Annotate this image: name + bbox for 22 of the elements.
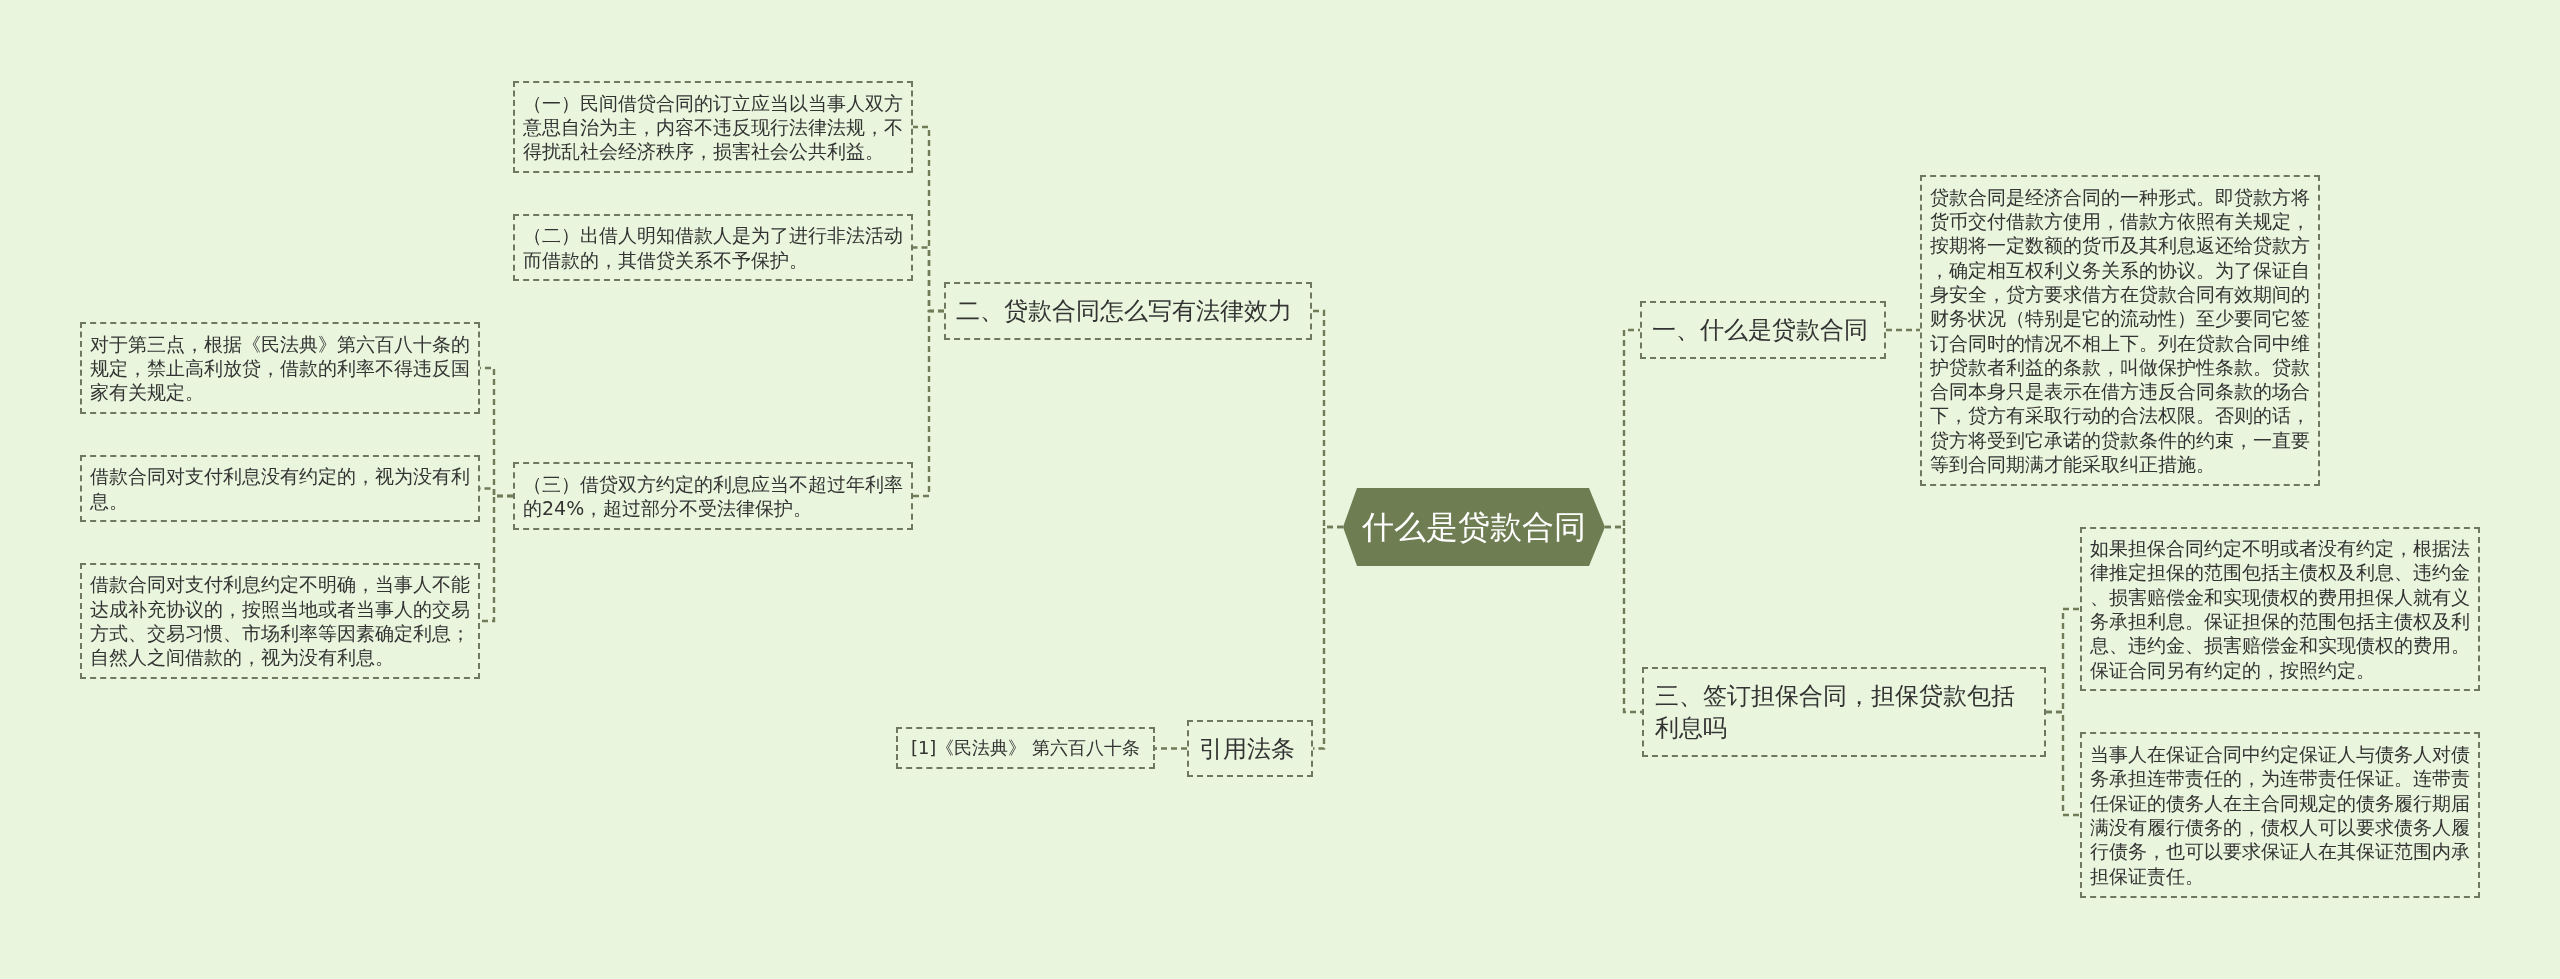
connector-line <box>913 309 944 498</box>
text-box: 如果担保合同约定不明或者没有约定，根据法律推定担保的范围包括主债权及利息、违约金、损害赔偿金和实现债权的费用担保人就有义务承担利息。保证担保的范围包括主债权及利息、违约金、损害赔偿金和实现债权的费用。保证合同另有约定的，按照约定。 <box>2080 527 2480 691</box>
reference-box: [1]《民法典》 第六百八十条 <box>896 727 1155 769</box>
connector-line <box>1886 328 1920 332</box>
text-box: 借款合同对支付利息没有约定的，视为没有利息。 <box>80 455 480 522</box>
connector-line <box>1605 525 1642 714</box>
text-box: 当事人在保证合同中约定保证人与债务人对债务承担连带责任的，为连带责任保证。连带责任保证的债务人在主合同规定的债务履行期届满没有履行债务的，债权人可以要求债务人履行债务，也可以要求保证人在其保证范围内承担保证责任。 <box>2080 732 2480 898</box>
text-box: （三）借贷双方约定的利息应当不超过年利率的24%，超过部分不受法律保护。 <box>513 462 913 530</box>
text-box: 借款合同对支付利息约定不明确，当事人不能达成补充协议的，按照当地或者当事人的交易方式、交易习惯、市场利率等因素确定利息；自然人之间借款的，视为没有利息。 <box>80 563 480 679</box>
text-box: 贷款合同是经济合同的一种形式。即贷款方将货币交付借款方使用，借款方依照有关规定，按期将一定数额的货币及其利息返还给贷款方，确定相互权利义务关系的协议。为了保证自身安全，贷方要求借方在贷款合同有效期间的财务状况（特别是它的流动性）至少要同它签订合同时的情况不相上下。列在贷款合同中维护贷款者利益的条款，叫做保护性条款。贷款合同本身只是表示在借方违反合同条款的场合下，贷方有采取行动的合法权限。否则的话，贷方将受到它承诺的贷款条件的约束，一直要等到合同期满才能采取纠正措施。 <box>1920 175 2320 486</box>
text-box: （二）出借人明知借款人是为了进行非法活动而借款的，其借贷关系不予保护。 <box>513 214 913 281</box>
connector-line <box>480 494 513 623</box>
text-box: 对于第三点，根据《民法典》第六百八十条的规定，禁止高利放贷，借款的利率不得违反国家有关规定。 <box>80 322 480 414</box>
connector-line <box>2046 710 2080 817</box>
hexagon-node: 什么是贷款合同 <box>1343 488 1605 566</box>
topic-box: 引用法条 <box>1187 720 1313 777</box>
topic-box: 二、贷款合同怎么写有法律效力 <box>944 282 1312 340</box>
connector-line <box>1313 525 1343 750</box>
topic-box: 三、签订担保合同，担保贷款包括利息吗 <box>1642 667 2046 757</box>
connector-line <box>1155 747 1187 750</box>
topic-box: 一、什么是贷款合同 <box>1640 301 1886 359</box>
text-box: （一）民间借贷合同的订立应当以当事人双方意思自治为主，内容不违反现行法律法规，不得扰乱社会经济秩序，损害社会公共利益。 <box>513 81 913 173</box>
